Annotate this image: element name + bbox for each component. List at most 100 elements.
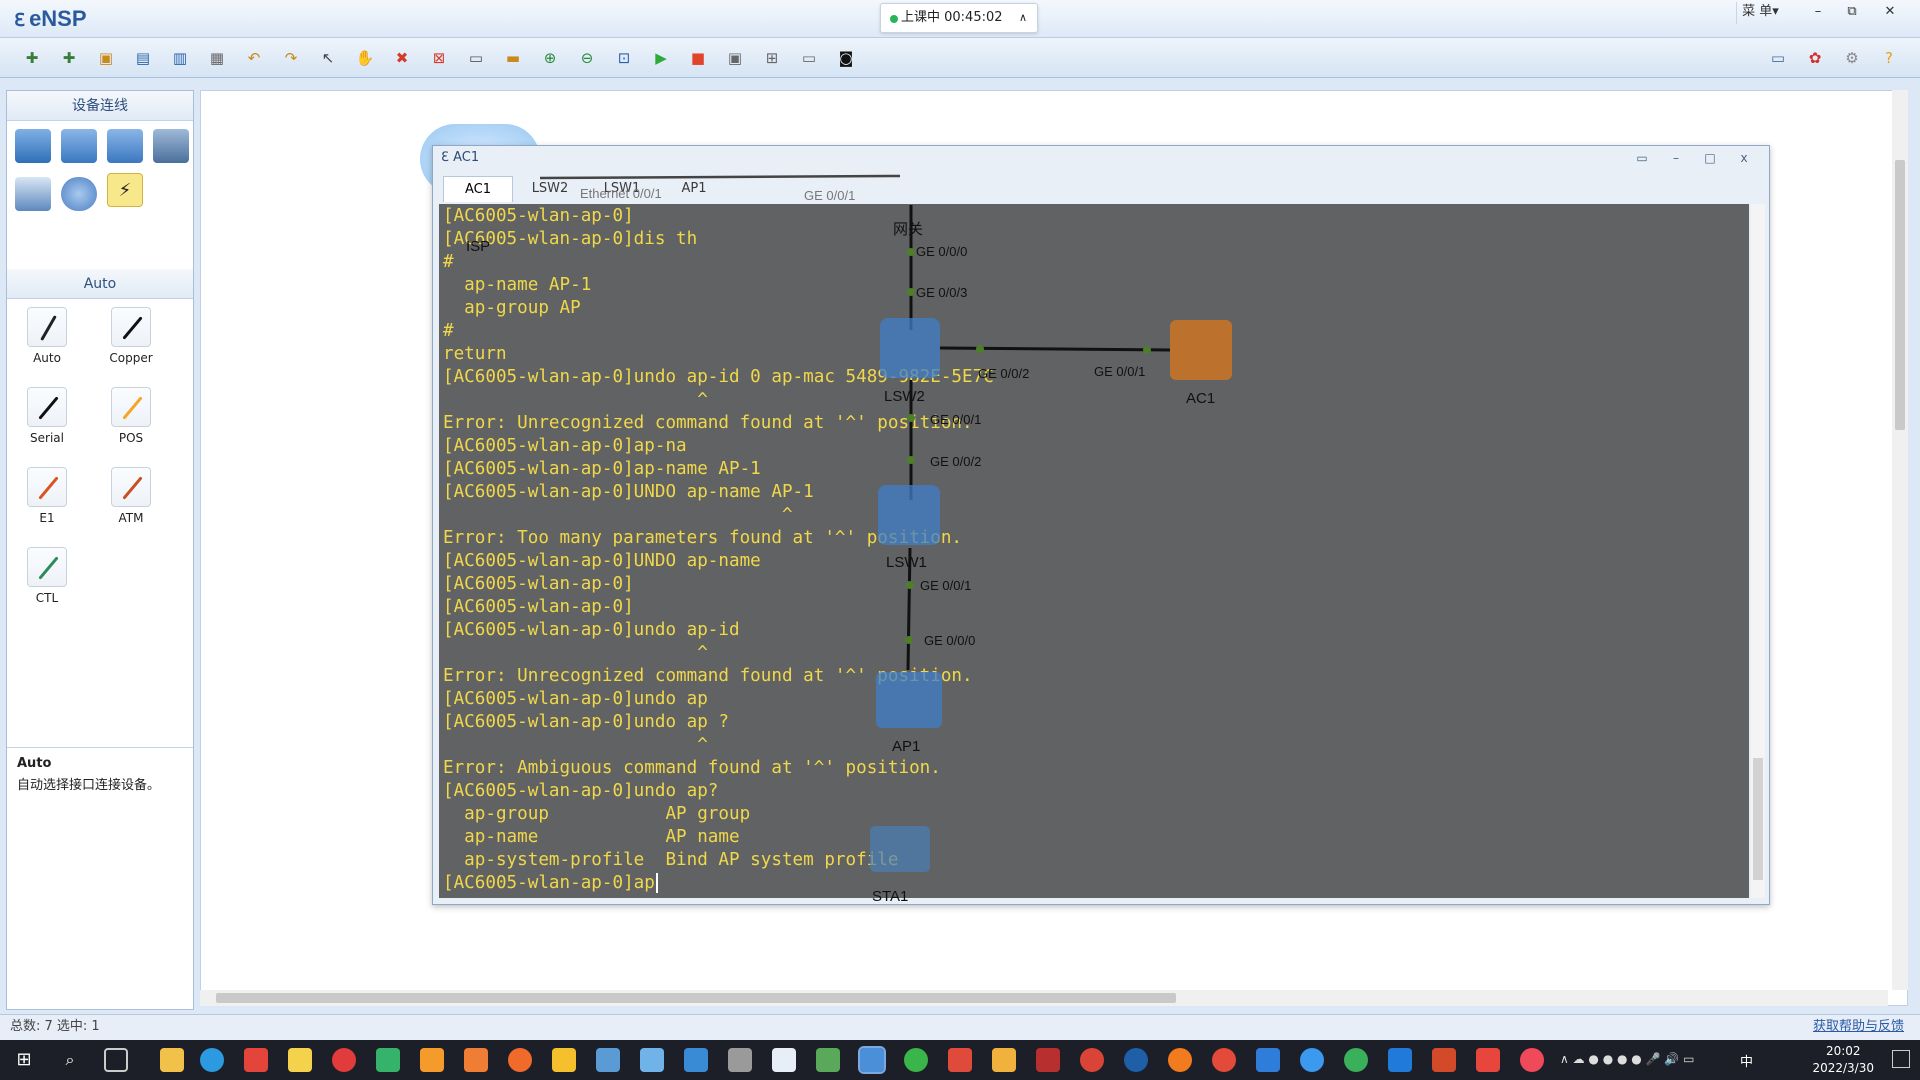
huawei-icon[interactable]: ✿	[1808, 49, 1822, 67]
router-icon[interactable]	[15, 129, 51, 163]
app-icon[interactable]	[1344, 1048, 1368, 1072]
search-icon[interactable]: ⌕	[65, 1050, 75, 1069]
ime-indicator[interactable]: 中	[1740, 1055, 1754, 1070]
app-icon[interactable]	[1212, 1048, 1236, 1072]
fit-icon[interactable]: ⊡	[617, 49, 631, 67]
edge-icon[interactable]	[200, 1048, 224, 1072]
console-minimize-button[interactable]: –	[1673, 151, 1679, 165]
zoom-out-icon[interactable]: ⊖	[580, 49, 594, 67]
windows-start-icon[interactable]: ⊞	[16, 1049, 32, 1070]
firefox-icon[interactable]	[508, 1048, 532, 1072]
print-icon[interactable]: ▦	[209, 49, 225, 67]
console-maximize-button[interactable]: □	[1704, 151, 1716, 165]
e1-connection[interactable]: E1	[7, 467, 87, 525]
app-icon[interactable]	[464, 1048, 488, 1072]
select-icon[interactable]: ↖	[321, 49, 335, 67]
capture-icon[interactable]: ▣	[727, 49, 743, 67]
close-button[interactable]: ✕	[1884, 4, 1896, 19]
notification-icon[interactable]	[1892, 1050, 1910, 1068]
new-exam-icon[interactable]: ✚	[62, 49, 76, 67]
app-icon[interactable]	[1388, 1048, 1412, 1072]
wechat-icon[interactable]	[904, 1048, 928, 1072]
app-icon[interactable]	[244, 1048, 268, 1072]
terminal-output[interactable]: [AC6005-wlan-ap-0][AC6005-wlan-ap-0]dis …	[439, 204, 1749, 898]
hand-icon[interactable]: ✋	[355, 49, 375, 67]
tab-ac1[interactable]: AC1	[443, 176, 513, 202]
app-icon[interactable]	[1168, 1048, 1192, 1072]
wireless-icon[interactable]	[107, 129, 143, 163]
app-icon[interactable]	[772, 1048, 796, 1072]
console-close-button[interactable]: x	[1740, 151, 1748, 165]
vscroll-thumb[interactable]	[1895, 160, 1905, 430]
app-icon[interactable]	[816, 1048, 840, 1072]
app-icon[interactable]	[1520, 1048, 1544, 1072]
undo-icon[interactable]: ↶	[247, 49, 261, 67]
app-icon[interactable]	[992, 1048, 1016, 1072]
app-icon[interactable]	[552, 1048, 576, 1072]
video-icon[interactable]	[376, 1048, 400, 1072]
delete-all-icon[interactable]: ⊠	[432, 49, 446, 67]
canvas-vertical-scrollbar[interactable]	[1892, 90, 1908, 990]
class-status-badge[interactable]: 上课中 00:45:02 ∧	[880, 3, 1038, 33]
delete-icon[interactable]: ✖	[395, 49, 409, 67]
canvas-horizontal-scrollbar[interactable]	[200, 990, 1888, 1006]
pc-icon[interactable]	[15, 177, 51, 211]
app-icon[interactable]	[596, 1048, 620, 1072]
copper-connection[interactable]: Copper	[91, 307, 171, 365]
hscroll-thumb[interactable]	[216, 993, 1176, 1003]
maximize-button[interactable]: ⧉	[1847, 4, 1857, 19]
firewall-icon[interactable]	[153, 129, 189, 163]
terminal-scroll-thumb[interactable]	[1753, 758, 1763, 880]
new-topology-icon[interactable]: ✚	[25, 49, 39, 67]
task-view-icon[interactable]	[104, 1048, 128, 1072]
pos-connection[interactable]: POS	[91, 387, 171, 445]
netease-music-icon[interactable]	[332, 1048, 356, 1072]
redo-icon[interactable]: ↷	[284, 49, 298, 67]
topology-icon[interactable]: ⊞	[765, 49, 779, 67]
screenshot-icon[interactable]: ◙	[838, 49, 854, 67]
app-icon[interactable]	[684, 1048, 708, 1072]
connection-icon[interactable]: ⚡	[107, 173, 143, 207]
grid-icon[interactable]: ▭	[801, 49, 817, 67]
auto-connection[interactable]: Auto	[7, 307, 87, 365]
save-icon[interactable]: ▤	[135, 49, 151, 67]
app-icon[interactable]	[1256, 1048, 1280, 1072]
terminal-scrollbar[interactable]	[1751, 204, 1765, 898]
console-restore-icon[interactable]: ▭	[1636, 151, 1648, 165]
console-window[interactable]: ℇ AC1 ▭ – □ x AC1 LSW2 LSW1 AP1 [AC6005-…	[432, 145, 1770, 905]
save-as-icon[interactable]: ▥	[172, 49, 188, 67]
app-icon[interactable]	[1036, 1048, 1060, 1072]
app-icon[interactable]	[1300, 1048, 1324, 1072]
taskbar-clock[interactable]: 20:02 2022/3/30	[1812, 1043, 1874, 1077]
help-icon[interactable]: ?	[1885, 49, 1893, 67]
tab-lsw1[interactable]: LSW1	[603, 181, 641, 196]
app-icon[interactable]	[1476, 1048, 1500, 1072]
text-icon[interactable]: ▭	[468, 49, 484, 67]
explorer-icon[interactable]	[160, 1048, 184, 1072]
app-icon[interactable]	[1080, 1048, 1104, 1072]
tray-icons[interactable]: ∧ ☁ ● ● ● ● 🎤 🔊 ▭	[1560, 1052, 1695, 1066]
app-icon[interactable]	[948, 1048, 972, 1072]
app-icon[interactable]	[640, 1048, 664, 1072]
stop-icon[interactable]: ■	[690, 49, 706, 67]
menu-button[interactable]: 菜 单▾	[1736, 2, 1784, 24]
serial-connection[interactable]: Serial	[7, 387, 87, 445]
cloud-icon[interactable]	[61, 177, 97, 211]
app-icon[interactable]	[420, 1048, 444, 1072]
powerpoint-icon[interactable]	[1432, 1048, 1456, 1072]
palette-icon[interactable]: ▬	[505, 49, 521, 67]
switch-icon[interactable]	[61, 129, 97, 163]
app-icon[interactable]	[288, 1048, 312, 1072]
minimize-button[interactable]: –	[1814, 4, 1822, 19]
ensp-taskbar-icon[interactable]	[858, 1046, 886, 1074]
help-feedback-link[interactable]: 获取帮助与反馈	[1812, 1019, 1904, 1034]
app-icon[interactable]	[728, 1048, 752, 1072]
chat-icon[interactable]: ▭	[1770, 49, 1786, 67]
atm-connection[interactable]: ATM	[91, 467, 171, 525]
settings-icon[interactable]: ⚙	[1845, 49, 1859, 67]
zoom-in-icon[interactable]: ⊕	[543, 49, 557, 67]
start-icon[interactable]: ▶	[655, 49, 667, 67]
open-icon[interactable]: ▣	[98, 49, 114, 67]
tab-lsw2[interactable]: LSW2	[531, 181, 569, 196]
tab-ap1[interactable]: AP1	[681, 181, 707, 196]
